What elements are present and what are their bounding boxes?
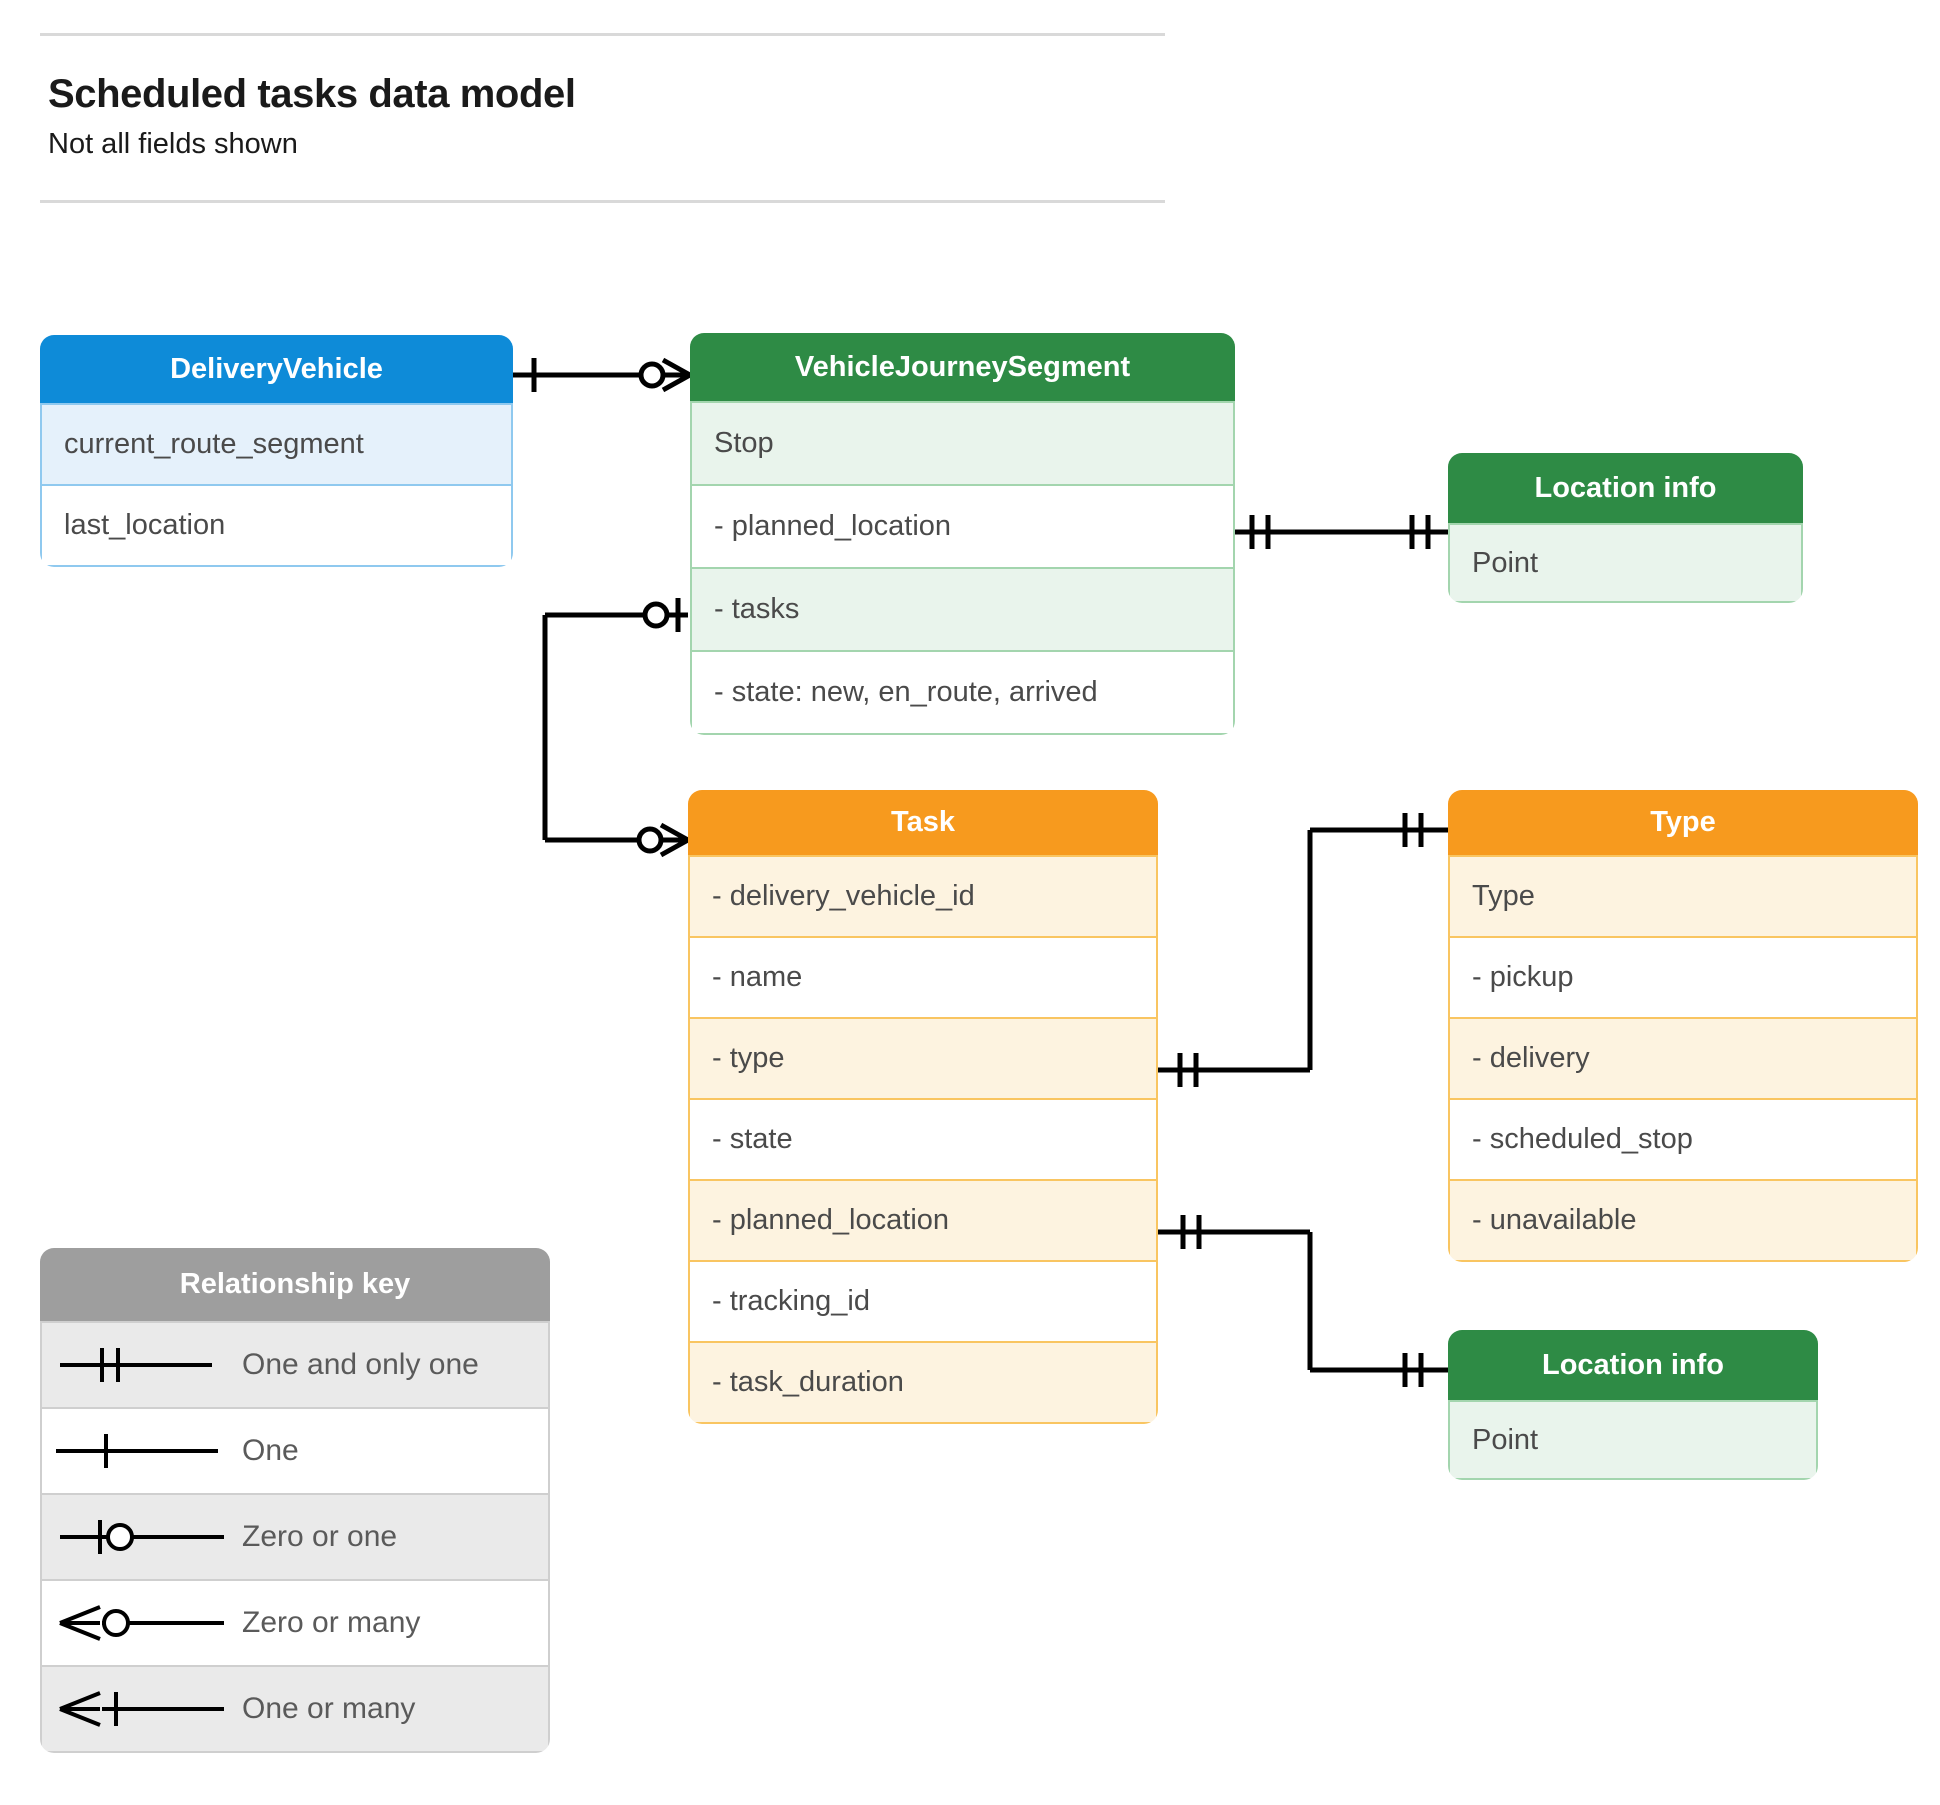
field-row: last_location <box>42 484 511 565</box>
field-row: Stop <box>692 401 1233 484</box>
header-rule-bottom <box>40 200 1165 203</box>
legend-item-label: Zero or many <box>242 1606 421 1639</box>
entity-body-location-info-top: Point <box>1448 523 1803 603</box>
field-row: Point <box>1450 1400 1816 1478</box>
entity-body-task: - delivery_vehicle_id - name - type - st… <box>688 855 1158 1424</box>
entity-body-location-info-bottom: Point <box>1448 1400 1818 1480</box>
legend-item: Zero or one <box>42 1493 548 1579</box>
field-row: - pickup <box>1450 936 1916 1017</box>
legend-relationship-key[interactable]: Relationship key One and only one <box>40 1248 550 1753</box>
legend-item: One and only one <box>42 1321 548 1407</box>
legend-item-label: One or many <box>242 1692 416 1725</box>
one-or-many-icon <box>42 1666 242 1752</box>
entity-location-info-bottom[interactable]: Location info Point <box>1448 1330 1818 1480</box>
field-row: Point <box>1450 523 1801 601</box>
entity-vehicle-journey-segment[interactable]: VehicleJourneySegment Stop - planned_loc… <box>690 333 1235 735</box>
zero-or-one-icon <box>42 1494 242 1580</box>
field-row: - name <box>690 936 1156 1017</box>
entity-body-vehicle-journey-segment: Stop - planned_location - tasks - state:… <box>690 401 1235 735</box>
entity-title-location-info-top: Location info <box>1448 453 1803 523</box>
field-row: - unavailable <box>1450 1179 1916 1260</box>
legend-item-label: One <box>242 1434 299 1467</box>
entity-delivery-vehicle[interactable]: DeliveryVehicle current_route_segment la… <box>40 335 513 567</box>
one-and-only-one-icon <box>42 1322 242 1408</box>
entity-title-type: Type <box>1448 790 1918 855</box>
field-row: - state: new, en_route, arrived <box>692 650 1233 733</box>
entity-body-delivery-vehicle: current_route_segment last_location <box>40 403 513 567</box>
entity-title-vehicle-journey-segment: VehicleJourneySegment <box>690 333 1235 401</box>
field-row: - tracking_id <box>690 1260 1156 1341</box>
zero-or-many-icon <box>42 1580 242 1666</box>
entity-type[interactable]: Type Type - pickup - delivery - schedule… <box>1448 790 1918 1262</box>
legend-item: One <box>42 1407 548 1493</box>
field-row: - delivery_vehicle_id <box>690 855 1156 936</box>
field-row: - scheduled_stop <box>1450 1098 1916 1179</box>
entity-title-delivery-vehicle: DeliveryVehicle <box>40 335 513 403</box>
field-row: - planned_location <box>690 1179 1156 1260</box>
entity-title-location-info-bottom: Location info <box>1448 1330 1818 1400</box>
page-subtitle: Not all fields shown <box>48 128 298 160</box>
field-row: - delivery <box>1450 1017 1916 1098</box>
entity-body-type: Type - pickup - delivery - scheduled_sto… <box>1448 855 1918 1262</box>
field-row: - task_duration <box>690 1341 1156 1422</box>
field-row: - type <box>690 1017 1156 1098</box>
entity-location-info-top[interactable]: Location info Point <box>1448 453 1803 603</box>
entity-task[interactable]: Task - delivery_vehicle_id - name - type… <box>688 790 1158 1424</box>
legend-item-label: One and only one <box>242 1348 479 1381</box>
field-row: Type <box>1450 855 1916 936</box>
field-row: - state <box>690 1098 1156 1179</box>
page-title: Scheduled tasks data model <box>48 72 576 116</box>
legend-item-label: Zero or one <box>242 1520 398 1553</box>
one-icon <box>42 1408 242 1494</box>
entity-title-task: Task <box>688 790 1158 855</box>
field-row: current_route_segment <box>42 403 511 484</box>
legend-body: One and only one One <box>40 1321 550 1753</box>
field-row: - planned_location <box>692 484 1233 567</box>
legend-item: One or many <box>42 1665 548 1751</box>
legend-item: Zero or many <box>42 1579 548 1665</box>
legend-title: Relationship key <box>40 1248 550 1321</box>
header-rule-top <box>40 33 1165 36</box>
field-row: - tasks <box>692 567 1233 650</box>
